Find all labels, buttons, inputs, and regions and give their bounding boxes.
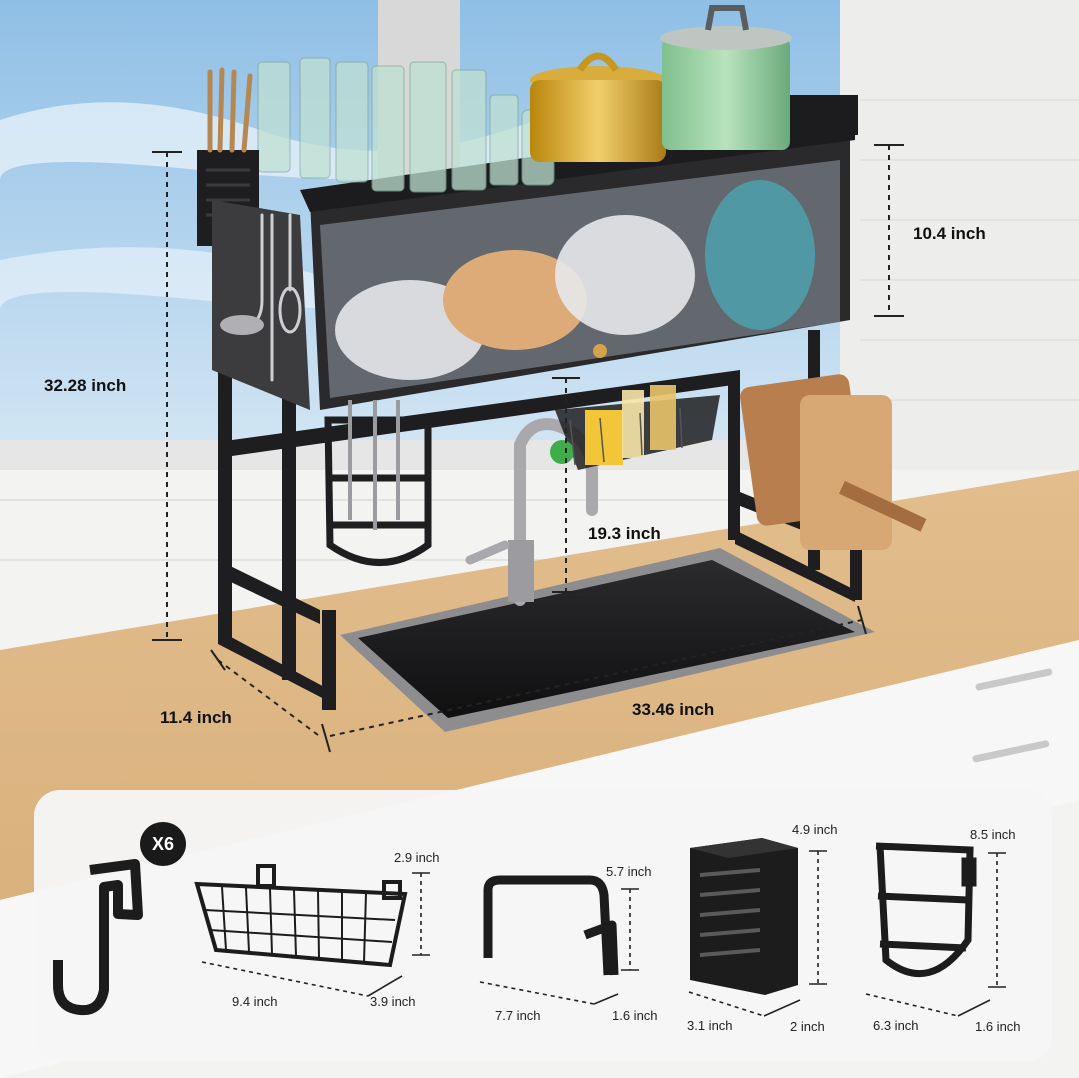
knife-holder-icon bbox=[875, 842, 977, 978]
utensil-holder-icon bbox=[690, 838, 798, 995]
bracket-length-label: 7.7 inch bbox=[495, 1008, 541, 1023]
knife-holder-height-label: 8.5 inch bbox=[970, 827, 1016, 842]
upper-shelf-height-label: 10.4 inch bbox=[913, 224, 986, 243]
knife-holder-depth-label: 1.6 inch bbox=[975, 1019, 1021, 1034]
width-label: 33.46 inch bbox=[632, 700, 715, 719]
depth-label: 11.4 inch bbox=[160, 708, 232, 727]
basket-depth-label: 3.9 inch bbox=[370, 994, 416, 1009]
wire-basket-icon bbox=[194, 864, 408, 968]
total-height-label: 32.28 inch bbox=[44, 376, 127, 395]
basket-height-label: 2.9 inch bbox=[394, 850, 440, 865]
utensil-holder-height-label: 4.9 inch bbox=[792, 822, 838, 837]
basket-length-label: 9.4 inch bbox=[232, 994, 278, 1009]
utensil-holder-width-label: 3.1 inch bbox=[687, 1018, 733, 1033]
bracket-depth-label: 1.6 inch bbox=[612, 1008, 658, 1023]
inner-clearance-label: 19.3 inch bbox=[588, 524, 661, 543]
knife-holder-width-label: 6.3 inch bbox=[873, 1018, 919, 1033]
bracket-icon bbox=[483, 875, 619, 976]
utensil-holder-depth-label: 2 inch bbox=[790, 1019, 825, 1034]
bracket-height-label: 5.7 inch bbox=[606, 864, 652, 879]
hook-quantity-badge: X6 bbox=[140, 822, 186, 866]
hook-icon bbox=[53, 859, 143, 1016]
